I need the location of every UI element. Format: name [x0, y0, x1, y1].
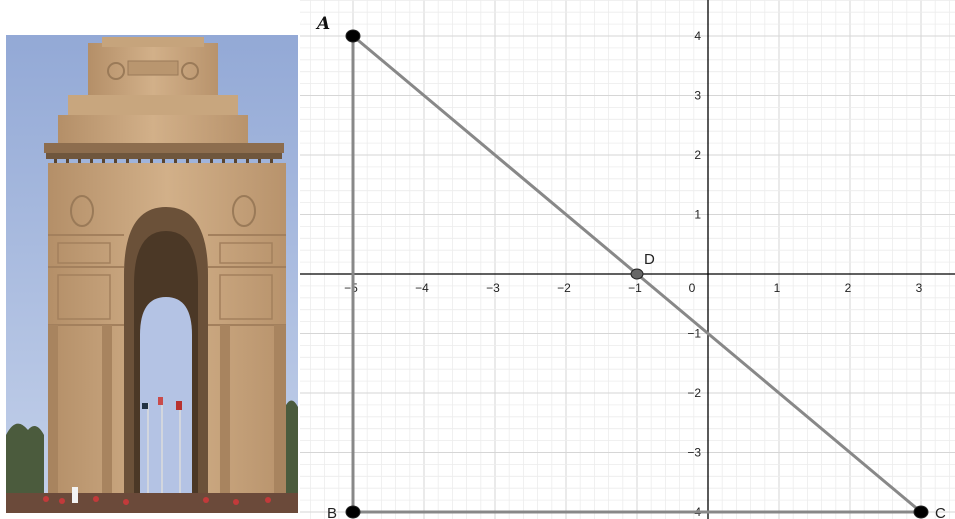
point-labels: A B C D [315, 14, 946, 519]
graph-background [300, 0, 955, 519]
trees-right [286, 400, 298, 513]
point-b [345, 505, 361, 519]
y-tick-label: 2 [694, 148, 701, 162]
x-tick-label: −4 [415, 281, 429, 295]
point-label-d: D [644, 251, 655, 268]
point-label-c: C [935, 505, 946, 519]
point-c [913, 505, 929, 519]
x-tick-label: −2 [557, 281, 571, 295]
point-label-a: A [315, 14, 330, 34]
cornice [44, 143, 284, 153]
x-tick-label: 3 [916, 281, 923, 295]
point-a [345, 29, 361, 43]
x-tick-label: 0 [689, 281, 696, 295]
x-tick-labels: −5 −4 −3 −2 −1 0 1 2 3 [344, 281, 923, 295]
y-tick-label: −2 [687, 386, 701, 400]
triangle-points [345, 29, 929, 519]
x-tick-label: −3 [486, 281, 500, 295]
y-tick-label: 3 [694, 89, 701, 103]
x-tick-label: 2 [845, 281, 852, 295]
x-tick-label: −1 [628, 281, 642, 295]
y-tick-label: 1 [694, 208, 701, 222]
x-tick-label: −5 [344, 281, 358, 295]
y-tick-label: 4 [694, 29, 701, 43]
point-label-b: B [327, 505, 337, 519]
x-tick-label: 1 [774, 281, 781, 295]
point-d [630, 268, 644, 280]
monument-photo [6, 35, 298, 513]
ground [6, 493, 298, 513]
y-tick-label: −1 [687, 327, 701, 341]
trees-left [6, 423, 44, 513]
y-tick-label: −3 [687, 446, 701, 460]
grid [300, 0, 955, 519]
axes [300, 0, 955, 519]
